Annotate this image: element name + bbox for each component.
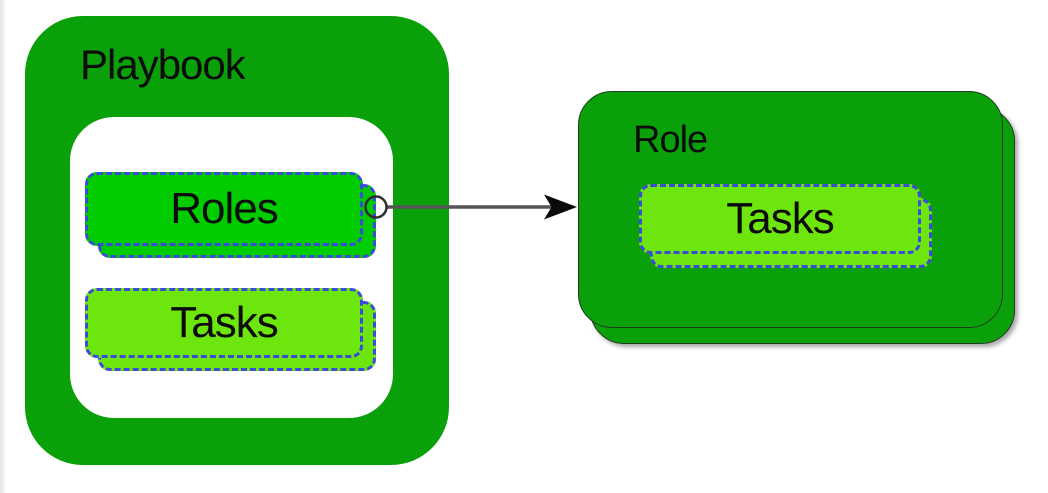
role-tasks-node-label: Tasks xyxy=(726,194,834,243)
playbook-title: Playbook xyxy=(80,41,246,88)
page-edge-stripe xyxy=(0,0,5,493)
role-title: Role xyxy=(633,119,708,161)
roles-node-label: Roles xyxy=(170,184,278,233)
playbook-inner-panel: Roles Tasks xyxy=(70,117,393,418)
arrowhead-icon xyxy=(544,194,577,220)
role-tasks-node: Tasks xyxy=(639,184,921,254)
role-group: Role Tasks xyxy=(578,91,1003,328)
playbook-tasks-node-label: Tasks xyxy=(170,298,278,347)
playbook-tasks-node: Tasks xyxy=(85,288,363,358)
roles-node: Roles xyxy=(85,172,363,246)
playbook-group: Playbook Roles Tasks xyxy=(25,16,449,465)
